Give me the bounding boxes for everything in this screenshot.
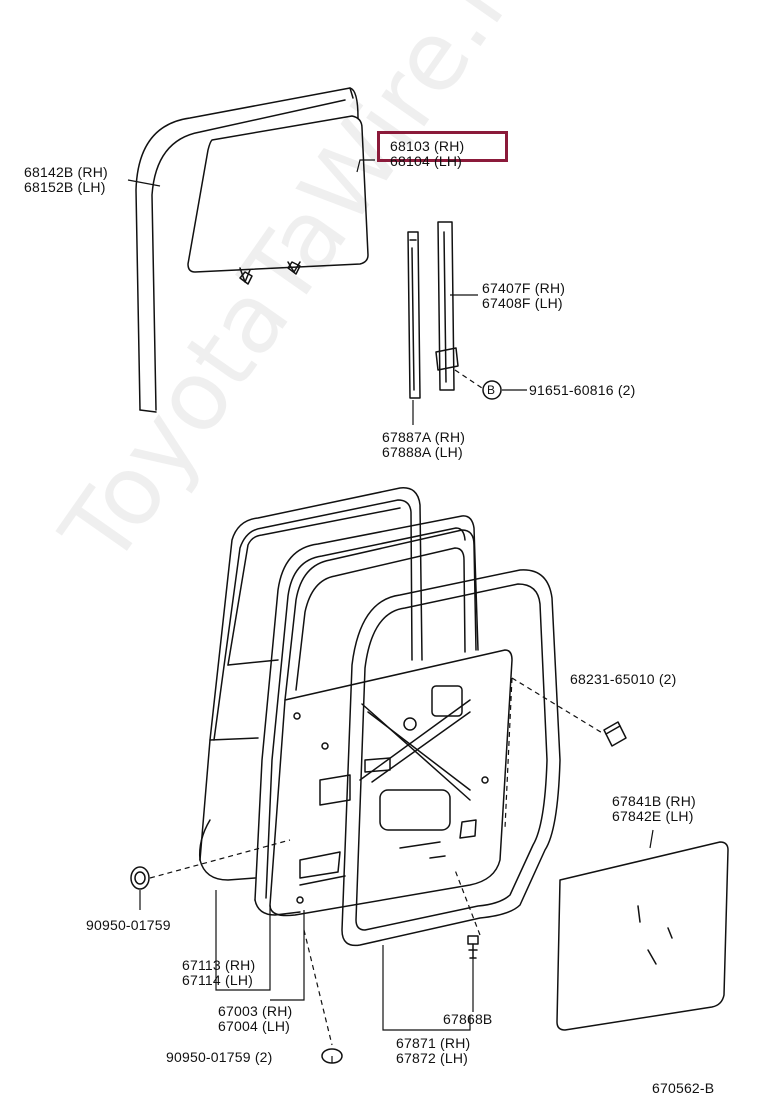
weatherstrip-67871 — [341, 569, 561, 947]
plug-90950-left — [130, 866, 150, 890]
label-90950-bottom[interactable]: 90950-01759 (2) — [166, 1049, 273, 1065]
weatherstrip-67113 — [254, 515, 479, 916]
label-67003[interactable]: 67003 (RH)67004 (LH) — [218, 1003, 293, 1034]
division-bar-67407f — [435, 221, 459, 391]
dashed-leaders — [149, 369, 605, 1046]
reference-b-marker — [482, 380, 502, 400]
run-channel-68142b — [135, 87, 359, 413]
label-b: B — [487, 383, 496, 397]
label-67887a[interactable]: 67887A (RH)67888A (LH) — [382, 429, 466, 460]
label-67407f[interactable]: 67407F (RH)67408F (LH) — [482, 280, 566, 311]
clip-68231 — [603, 721, 627, 747]
label-90950-left[interactable]: 90950-01759 — [86, 917, 171, 933]
trim-board-67841b — [556, 841, 729, 1031]
strip-67887a — [407, 231, 421, 399]
label-67841b[interactable]: 67841B (RH)67842E (LH) — [612, 793, 696, 824]
label-91651[interactable]: 91651-60816 (2) — [529, 382, 636, 398]
label-68142b[interactable]: 68142B (RH)68152B (LH) — [24, 164, 108, 195]
label-68103[interactable]: 68103 (RH)68104 (LH) — [390, 138, 465, 169]
door-outer-skin — [198, 487, 423, 881]
label-67871[interactable]: 67871 (RH)67872 (LH) — [396, 1035, 471, 1066]
label-67868b[interactable]: 67868B — [443, 1011, 493, 1027]
diagram-code: 670562-B — [652, 1080, 715, 1096]
clip-67868b — [467, 935, 479, 959]
label-67113[interactable]: 67113 (RH)67114 (LH) — [182, 957, 256, 988]
door-glass-68103 — [187, 115, 369, 285]
leader-lines — [127, 159, 654, 1063]
label-68231[interactable]: 68231-65010 (2) — [570, 671, 677, 687]
highlight-box — [377, 131, 508, 162]
